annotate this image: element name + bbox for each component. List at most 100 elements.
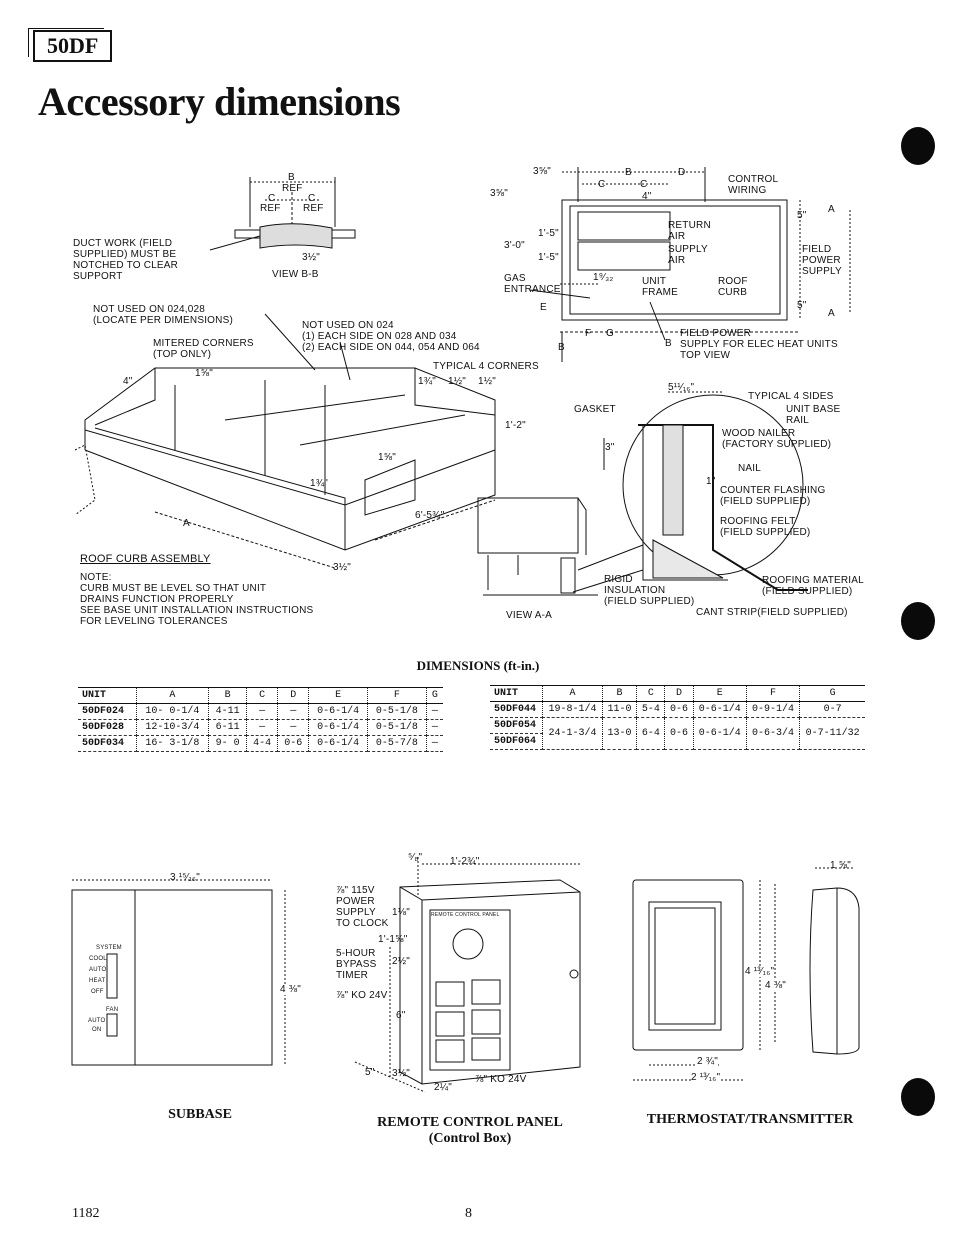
- cell-b: 4-11: [208, 703, 247, 720]
- cell-c: 5-4: [636, 701, 665, 718]
- col-unit: UNIT: [494, 688, 519, 699]
- view-aa-caption: VIEW A-A: [506, 610, 553, 621]
- cell-c-shared: 6-4: [636, 717, 665, 750]
- cell-b: 6-11: [208, 719, 247, 736]
- dimensions-table-left: UNIT A B C D E F G 50DF024 10- 0-1/4 4-1…: [78, 687, 443, 752]
- remote-panel-subcaption: (Control Box): [428, 1131, 512, 1146]
- cell-d: —: [277, 703, 309, 720]
- not-used-024-028-note: NOT USED ON 024,028 (LOCATE PER DIMENSIO…: [93, 304, 233, 326]
- top-view-dim-4: 4": [642, 191, 652, 202]
- gas-entrance-label: GAS ENTRANCE: [504, 273, 561, 295]
- view-aa-figure: 5¹¹⁄₁₆" 3" 1" GASKET TYPICAL 4 SIDES UNI…: [478, 380, 878, 625]
- cant-strip-label: CANT STRIP(FIELD SUPPLIED): [696, 607, 848, 618]
- table-row: 50DF054 24-1-3/4 13-0 6-4 0-6 0-6-1/4 0-…: [490, 717, 865, 750]
- doc-code: 1182: [72, 1206, 100, 1221]
- curb-dim-6-5-3-4: 6'-5¾": [415, 510, 445, 521]
- col-f: F: [745, 685, 800, 702]
- remote-dim-5: 5": [365, 1067, 375, 1078]
- unit-base-rail-label: UNIT BASE RAIL: [786, 404, 841, 426]
- thermostat-dim-4-3-8: 4 ⅜": [765, 980, 787, 991]
- remote-dim-2-1-4: 2¼": [434, 1082, 453, 1093]
- wood-nailer-label: WOOD NAILER (FACTORY SUPPLIED): [722, 428, 832, 450]
- remote-dim-1-1-5-8: 1'-1⅝": [378, 934, 408, 945]
- thermostat-dim-4-13-16: 4 ¹³⁄₁₆": [745, 966, 775, 977]
- thermostat-dim-2-13-16: 2 ¹³⁄₁₆": [691, 1072, 721, 1083]
- remote-dim-ko-24v-bottom: ⅞" KO 24V: [475, 1074, 527, 1085]
- remote-dim-5-8: ⁵⁄₈": [408, 852, 423, 863]
- view-bb-caption: VIEW B-B: [272, 269, 319, 280]
- typical-corners-note: TYPICAL 4 CORNERS: [433, 361, 539, 372]
- thermostat-dim-1-5-8: 1 ⅝": [830, 860, 852, 871]
- top-view-dim-3-5-8-top: 3⅝": [533, 166, 552, 177]
- counter-flashing-label: COUNTER FLASHING (FIELD SUPPLIED): [720, 485, 826, 507]
- col-a: A: [542, 685, 603, 702]
- auto-label: AUTO: [89, 967, 107, 973]
- ko-24v-label: ⅞" KO 24V: [336, 990, 388, 1001]
- control-wiring-label: CONTROL WIRING: [728, 174, 779, 196]
- remote-panel-title-label: REMOTE CONTROL PANEL: [431, 912, 500, 918]
- remote-dim-6: 6": [396, 1010, 406, 1021]
- top-view-dim-1-5-bottom: 1'-5": [538, 252, 559, 263]
- roofing-material-label: ROOFING MATERIAL (FIELD SUPPLIED): [762, 575, 864, 597]
- cell-f: 0-5-1/8: [367, 703, 427, 720]
- table-row: 50DF024 10- 0-1/4 4-11 — — 0-6-1/4 0-5-1…: [78, 703, 443, 720]
- cell-c: —: [246, 703, 278, 720]
- power-supply-clock-label: ⅞" 115V POWER SUPPLY TO CLOCK: [336, 885, 389, 929]
- view-bb-dim-b: B: [288, 172, 295, 183]
- return-air-label: RETURN AIR: [668, 220, 711, 242]
- subbase-width-dim: 3 ¹⁵⁄₁₆": [170, 872, 201, 883]
- cell-e-shared: 0-6-1/4: [692, 717, 747, 750]
- top-view-section-b-right: B: [665, 338, 672, 349]
- curb-dim-1-3-4-lower: 1¾": [310, 478, 329, 489]
- top-view-dim-c-2: C: [640, 179, 648, 190]
- thermostat-dim-2-3-4: 2 ¾": [697, 1056, 719, 1067]
- curb-dim-1-2: 1'-2": [505, 420, 526, 431]
- field-power-elec-heat-label: FIELD POWER SUPPLY FOR ELEC HEAT UNITS: [680, 328, 838, 350]
- gasket-label: GASKET: [574, 404, 616, 415]
- col-f: F: [367, 687, 427, 704]
- curb-dim-a: A: [183, 518, 190, 529]
- cell-g: 0-7: [799, 701, 865, 718]
- top-view-dim-3-5-8-side: 3⅝": [490, 188, 509, 199]
- top-view-caption: TOP VIEW: [680, 350, 731, 361]
- unit-frame-label: UNIT FRAME: [642, 276, 678, 298]
- cell-d: 0-6: [664, 701, 694, 718]
- off-label: OFF: [91, 989, 104, 995]
- mitered-corners-note: MITERED CORNERS (TOP ONLY): [153, 338, 254, 360]
- cell-e: 0-6-1/4: [308, 735, 368, 752]
- col-e: E: [308, 687, 368, 704]
- cell-d-shared: 0-6: [664, 717, 694, 750]
- cell-a: 12-10-3/4: [135, 719, 209, 736]
- cell-g: —: [425, 735, 443, 752]
- col-g: G: [425, 687, 443, 704]
- cell-unit: 50DF034: [82, 738, 125, 749]
- table-header-row: UNIT A B C D E F G: [78, 687, 443, 704]
- dimensions-title: DIMENSIONS (ft-in.): [416, 658, 540, 673]
- col-a: A: [135, 687, 209, 704]
- view-aa-drawing: [478, 380, 878, 625]
- view-bb-dim-c-right: C: [308, 193, 316, 204]
- subbase-height-dim: 4 ⅜": [280, 984, 302, 995]
- typical-4-sides-label: TYPICAL 4 SIDES: [748, 391, 834, 402]
- cell-unit: 50DF024: [82, 706, 125, 717]
- subbase-figure: 3 ¹⁵⁄₁₆" 4 ⅜" SYSTEM COOL AUTO HEAT OFF …: [60, 868, 310, 1078]
- cell-e: 0-6-1/4: [308, 719, 368, 736]
- duct-work-note: DUCT WORK (FIELD SUPPLIED) MUST BE NOTCH…: [73, 238, 179, 282]
- bypass-timer-label: 5-HOUR BYPASS TIMER: [336, 948, 377, 981]
- view-bb-dim-ref-left: REF: [260, 203, 281, 214]
- roof-curb-label: ROOF CURB: [718, 276, 748, 298]
- col-unit: UNIT: [82, 690, 107, 701]
- top-view-dim-1-5-top: 1'-5": [538, 228, 559, 239]
- field-power-supply-label: FIELD POWER SUPPLY: [802, 244, 842, 277]
- system-label: SYSTEM: [96, 945, 122, 951]
- heat-label: HEAT: [89, 978, 106, 984]
- cell-g: —: [425, 719, 443, 736]
- fan-on-label: ON: [92, 1027, 102, 1033]
- top-view-figure: 3⅝" B D C C 4" 3⅝" 1'-5" 3'-0" 1'-5" 1⁹⁄…: [490, 162, 870, 362]
- cell-b-shared: 13-0: [601, 717, 637, 750]
- supply-air-label: SUPPLY AIR: [668, 244, 708, 266]
- top-view-dim-f: F: [585, 328, 592, 339]
- cell-a: 16- 3-1/8: [135, 735, 209, 752]
- table-row: 50DF028 12-10-3/4 6-11 — — 0-6-1/4 0-5-1…: [78, 719, 443, 736]
- table-row: 50DF034 16- 3-1/8 9- 0 4-4 0-6 0-6-1/4 0…: [78, 735, 443, 752]
